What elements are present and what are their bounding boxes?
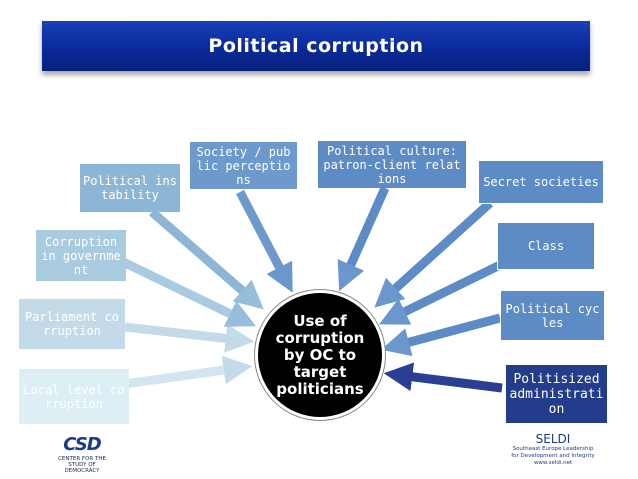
seldi-logo-line2: for Development and Integrity [511,453,595,459]
box-politisized-administration: Politisized administration [505,364,608,424]
box-political-cycles: Political cycles [500,290,605,341]
arrow-local-level [117,355,253,390]
seldi-logo-line3: www.seldi.net [533,460,573,466]
arrow-secret [374,199,494,308]
box-label: Political instability [83,174,177,202]
title-bar: Political corruption [42,21,590,71]
csd-logo: CSD CENTER FOR THE STUDY OF DEMOCRACY [52,434,112,476]
box-local-level-corruption: Local level corruption [19,369,129,424]
box-label: Society / public perceptions [196,144,291,187]
box-label: Politisized administration [509,371,604,417]
box-secret-societies: Secret societies [478,160,604,204]
arrow-government [121,257,256,327]
box-political-instability: Political instability [80,164,180,212]
center-label: Use of corruption by OC to target politi… [275,311,365,398]
box-corruption-in-government: Corruption in government [36,230,126,281]
box-label: Corruption in government [41,234,121,277]
csd-logo-subtitle: CENTER FOR THE STUDY OF DEMOCRACY [58,456,106,474]
box-label: Political cycles [505,301,600,330]
slide-title: Political corruption [208,35,424,57]
arrow-instability [149,208,264,310]
seldi-logo-name: SELDI [535,432,571,446]
box-label: Political culture: patron-client relatio… [323,143,461,186]
arrow-culture [337,186,390,292]
center-circle: Use of corruption by OC to target politi… [255,290,385,420]
seldi-logo-line1: Southeast Europe Leadership [512,446,594,452]
arrow-class [379,260,502,325]
box-society-public-perceptions: Society / public perceptions [190,142,297,189]
box-label: Local level corruption [23,382,125,411]
csd-logo-letters: CSD [63,434,101,455]
box-political-culture: Political culture: patron-client relatio… [318,141,466,188]
arrow-cycles [381,313,502,357]
arrow-politisized [383,362,503,393]
arrow-parliament [124,322,255,353]
box-class: Class [497,222,595,270]
box-parliament-corruption: Parliament corruption [19,299,125,349]
box-label: Class [527,239,565,253]
seldi-logo: SELDI Southeast Europe Leadership for De… [498,432,608,478]
arrow-society [236,189,293,293]
box-label: Parliament corruption [25,310,119,338]
box-label: Secret societies [483,175,599,189]
